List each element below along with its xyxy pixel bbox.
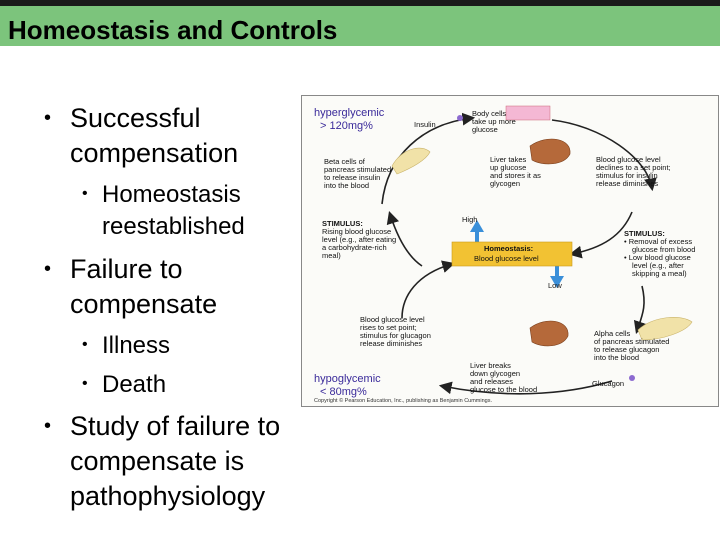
bullet-1-line2: compensation bbox=[70, 138, 239, 168]
stimulus-right-text: STIMULUS: • Removal of excess glucose fr… bbox=[624, 229, 697, 278]
bullet-3-line3: pathophysiology bbox=[70, 481, 266, 511]
homeostasis-box bbox=[451, 241, 573, 267]
arrow-rises-to-homeostasis bbox=[401, 260, 456, 319]
bullet-2-line1: Failure to bbox=[70, 254, 183, 284]
sub-bullet-1-line1: Homeostasis bbox=[102, 181, 241, 208]
liver-takes-text: Liver takes up glucose and stores it as … bbox=[490, 155, 543, 188]
glucose-homeostasis-figure: Homeostasis: Blood glucose level High Lo… bbox=[301, 95, 719, 407]
liver-top-image bbox=[529, 138, 571, 165]
hyperglycemic-label: hyperglycemic bbox=[314, 107, 385, 119]
arrow-stimulus-to-beta bbox=[386, 210, 423, 267]
arrow-beta-to-insulin bbox=[381, 112, 476, 205]
sub-bullet-dot: • bbox=[82, 185, 88, 202]
hypoglycemic-value: < 80mg% bbox=[320, 386, 367, 398]
arrow-declines-to-homeostasis bbox=[568, 211, 633, 259]
bullet-1-line1: Successful bbox=[70, 103, 201, 133]
arrow-stimulus-to-alpha bbox=[633, 285, 647, 335]
pancreas-bottom-image bbox=[637, 317, 693, 341]
slide-title: Homeostasis and Controls bbox=[8, 15, 338, 45]
beta-cells-text: Beta cells of pancreas stimulated to rel… bbox=[324, 157, 393, 190]
bullet-dot: • bbox=[44, 107, 52, 129]
sub-bullet-1-line2: reestablished bbox=[102, 213, 245, 240]
pancreas-top-image bbox=[391, 147, 431, 175]
title-bar: Homeostasis and Controls bbox=[0, 6, 720, 46]
insulin-molecule bbox=[457, 115, 463, 121]
bullet-2-line2: compensate bbox=[70, 289, 218, 319]
low-label: Low bbox=[548, 281, 562, 290]
glucagon-label: Glucagon bbox=[592, 379, 624, 388]
sub-bullet-death: Death bbox=[102, 371, 167, 398]
hyperglycemic-value: > 120mg% bbox=[320, 120, 373, 132]
low-arrow-head bbox=[550, 276, 564, 288]
bullet-3-line1: Study of failure to bbox=[70, 411, 281, 441]
liver-bottom-image bbox=[529, 320, 569, 347]
declines-text: Blood glucose level declines to a set po… bbox=[596, 155, 673, 188]
homeostasis-sublabel: Blood glucose level bbox=[474, 254, 539, 263]
rises-text: Blood glucose level rises to set point; … bbox=[360, 315, 433, 348]
glucagon-molecule bbox=[629, 375, 635, 381]
bullet-3-line2: compensate is bbox=[70, 446, 245, 476]
stimulus-left-text: STIMULUS: Rising blood glucose level (e.… bbox=[322, 219, 398, 260]
liver-breaks-text: Liver breaks down glycogen and releases … bbox=[470, 361, 537, 394]
arrow-to-declines bbox=[551, 119, 657, 192]
insulin-label: Insulin bbox=[414, 120, 436, 129]
sub-bullet-illness: Illness bbox=[102, 332, 171, 359]
sub-bullet-dot: • bbox=[82, 375, 88, 392]
high-label: High bbox=[462, 215, 477, 224]
body-cells-image bbox=[505, 105, 551, 121]
sub-bullet-dot: • bbox=[82, 336, 88, 353]
bullet-dot: • bbox=[44, 258, 52, 280]
copyright-credit: Copyright © Pearson Education, Inc., pub… bbox=[314, 397, 492, 404]
hypoglycemic-label: hypoglycemic bbox=[314, 373, 381, 385]
alpha-cells-text: Alpha cells of pancreas stimulated to re… bbox=[594, 329, 672, 362]
bullet-dot: • bbox=[44, 415, 52, 437]
arrow-glucagon-to-rises bbox=[438, 380, 613, 395]
homeostasis-label: Homeostasis: bbox=[484, 244, 533, 253]
feedback-loop-diagram: Homeostasis: Blood glucose level High Lo… bbox=[314, 105, 697, 404]
body-cells-text: Body cells take up more glucose bbox=[472, 109, 518, 134]
top-border bbox=[0, 0, 720, 6]
high-arrow-head bbox=[470, 220, 484, 232]
